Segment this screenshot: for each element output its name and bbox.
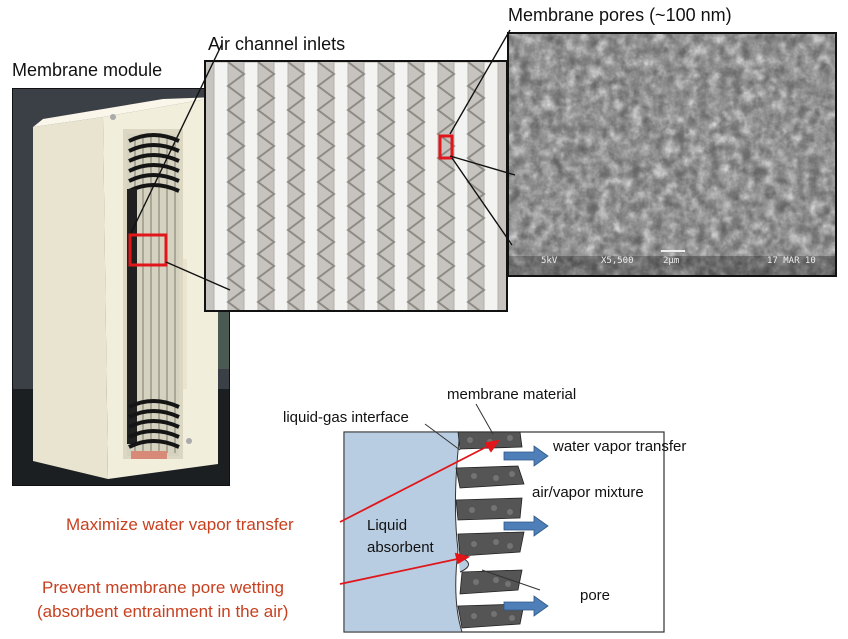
sem-texture xyxy=(509,34,835,275)
pore-label: pore xyxy=(580,587,611,604)
liquid-absorbent-label-line1: Liquid xyxy=(367,517,408,534)
module-highlight-box xyxy=(128,233,168,267)
sem-scale-bar xyxy=(661,250,685,252)
liquid-absorbent-label-line2: absorbent xyxy=(367,539,434,556)
water-vapor-transfer-label: water vapor transfer xyxy=(553,438,687,455)
prevent-wetting-annotation-line2: (absorbent entrainment in the air) xyxy=(37,602,289,621)
maximize-transfer-annotation: Maximize water vapor transfer xyxy=(66,515,294,534)
membrane-module-label: Membrane module xyxy=(12,60,163,80)
sem-caption-scale: 2μm xyxy=(663,256,680,266)
channel-highlight-box xyxy=(438,134,454,160)
vapor-arrows xyxy=(503,445,549,617)
liquid-absorbent-region xyxy=(343,431,463,633)
liquid-gas-interface-label: liquid-gas interface xyxy=(283,409,409,426)
sem-caption-voltage: 5kV xyxy=(541,256,558,266)
membrane-module-illustration xyxy=(13,89,229,485)
sem-caption-date: 17 MAR 10 xyxy=(767,256,816,266)
membrane-pores-label: Membrane pores (~100 nm) xyxy=(508,5,732,25)
membrane-material-label: membrane material xyxy=(447,386,577,403)
air-vapor-mixture-label: air/vapor mixture xyxy=(532,484,644,501)
membrane-fibers xyxy=(455,431,525,629)
sem-micrograph: 5kV X5,500 2μm 17 MAR 10 xyxy=(507,32,837,277)
membrane-module-photo xyxy=(12,88,230,486)
prevent-wetting-annotation-line1: Prevent membrane pore wetting xyxy=(42,578,284,597)
sem-caption-magnification: X5,500 xyxy=(601,256,634,266)
air-channel-inlets-label: Air channel inlets xyxy=(208,34,346,54)
